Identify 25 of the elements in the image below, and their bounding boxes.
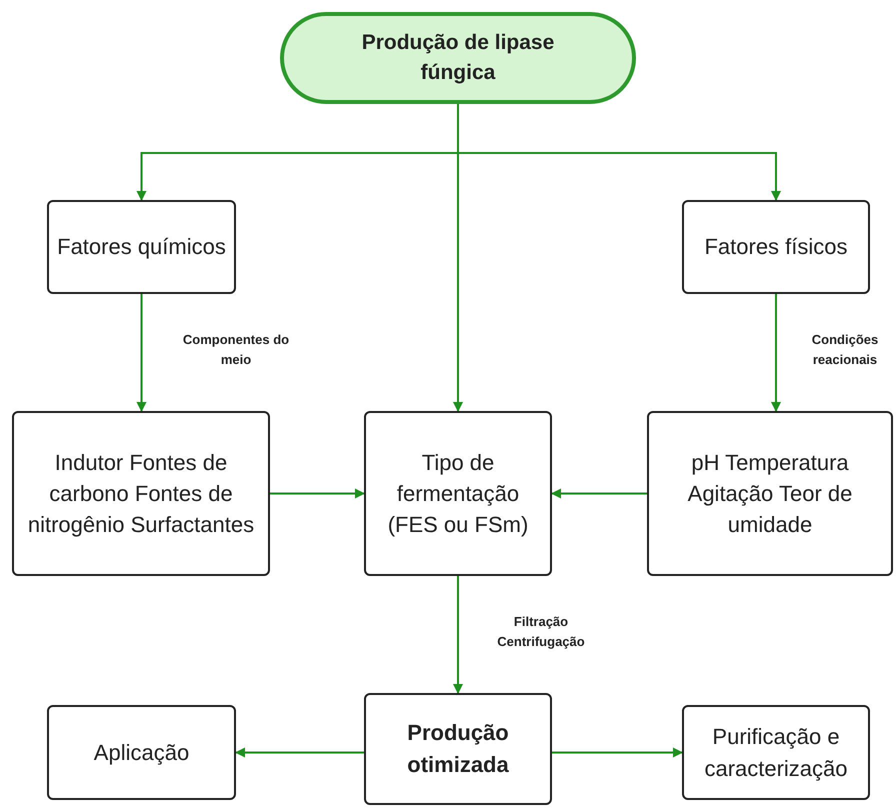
node-text: Aplicação <box>94 738 190 767</box>
arrow <box>270 488 365 498</box>
node-text: Purificação e caracterização <box>703 723 849 783</box>
arrow <box>551 488 647 498</box>
node-text: Fatores químicos <box>57 233 226 262</box>
process-box <box>647 411 893 576</box>
node-text: Indutor Fontes de carbono Fontes de nitrogênio Surfactantes <box>26 448 256 540</box>
arrow <box>235 748 364 758</box>
process-box <box>364 693 552 805</box>
process-box <box>47 705 236 800</box>
arrow <box>457 104 781 201</box>
process-box <box>47 200 236 294</box>
node-text: Produção otimizada <box>406 719 510 779</box>
process-box <box>682 200 870 294</box>
process-box <box>682 705 870 800</box>
process-box <box>12 411 270 576</box>
node-text: Produção de lipase fúngica <box>360 30 556 86</box>
arrow <box>771 294 781 412</box>
arrow <box>552 748 683 758</box>
arrow <box>453 576 463 694</box>
node-text: pH Temperatura Agitação Teor de umidade <box>686 448 854 540</box>
node-text: Fatores físicos <box>704 233 848 262</box>
node-text: Tipo de fermentação (FES ou FSm) <box>386 448 530 540</box>
process-box <box>364 411 552 576</box>
arrow <box>136 294 146 412</box>
